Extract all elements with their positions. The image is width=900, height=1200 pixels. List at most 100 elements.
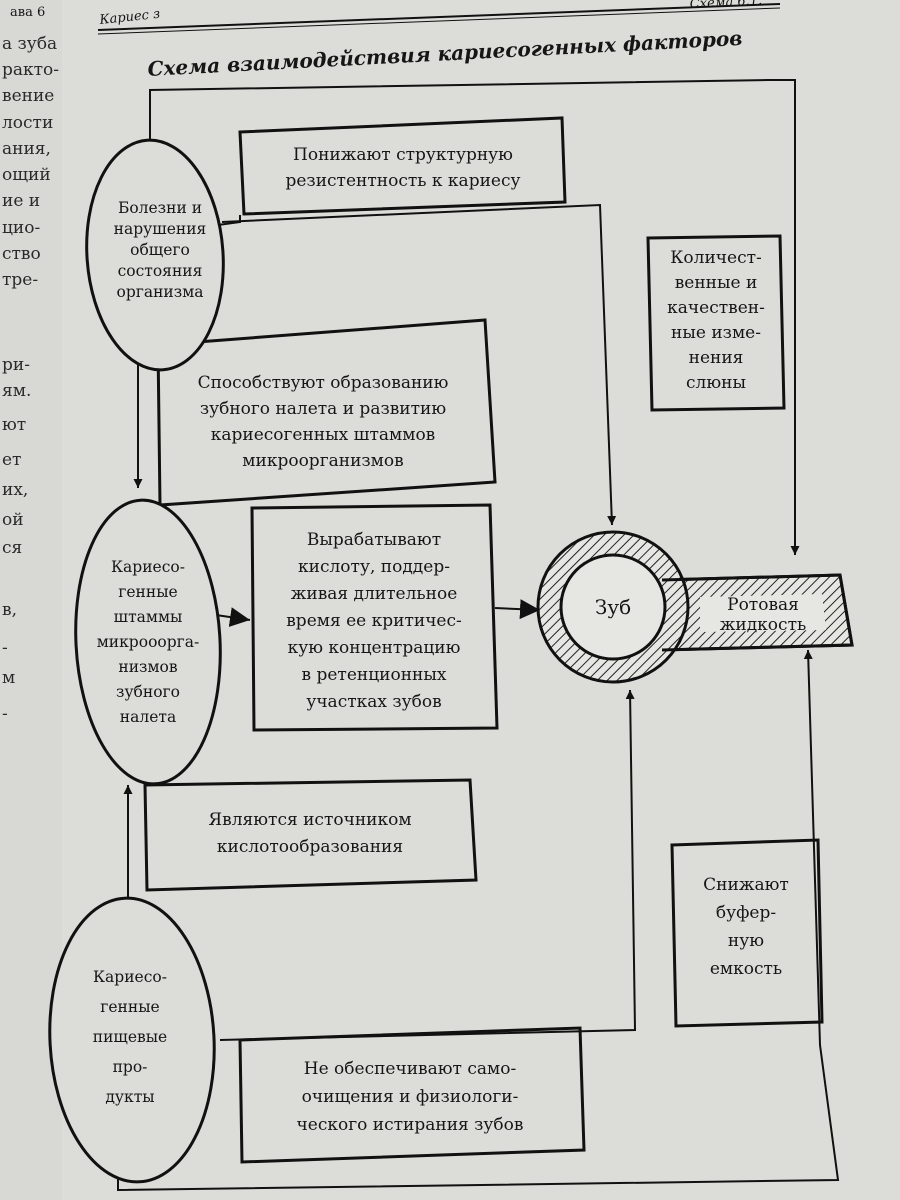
box-reduce-buffer-line: Снижают	[703, 875, 789, 895]
box-produce-acid-line: живая длительное	[291, 584, 458, 604]
box-produce-acid-line: время ее критичес-	[286, 611, 462, 631]
facing-page-text: ство	[2, 244, 41, 264]
node-foods-line: пищевые	[93, 1028, 167, 1046]
header-rule	[97, 3, 781, 31]
node-strains-line: налета	[120, 708, 176, 726]
facing-page-text: ся	[2, 538, 23, 558]
box-reduce-buffer-line: емкость	[710, 959, 782, 979]
diagram-title: Схема взаимодействия кариесогенных факто…	[147, 26, 743, 81]
facing-page-text: ощий	[2, 165, 51, 185]
factor-nodes	[48, 138, 225, 1184]
box-acid-source-line: Являются источником	[208, 810, 411, 830]
tooth-complex	[536, 530, 854, 684]
node-strains-line: микрооорга-	[97, 633, 200, 651]
node-diseases-line: нарушения	[114, 220, 207, 238]
node-strains	[74, 498, 222, 786]
facing-page-text: м	[2, 668, 16, 688]
tooth-core	[559, 553, 667, 661]
node-strains-line: зубного	[116, 683, 180, 701]
box-produce-acid-line: кую концентрацию	[288, 638, 461, 658]
facing-page: а зуба ракто- вение лости ания, ощий ие …	[0, 0, 62, 1200]
facing-page-text: ой	[2, 510, 24, 530]
facing-page-text: ракто-	[2, 60, 60, 80]
box-promote-plaque-line: микроорганизмов	[242, 451, 403, 471]
arrow-acid-box-to-tooth	[494, 599, 541, 620]
node-diseases-line: Болезни и	[118, 199, 202, 217]
facing-page-text: вение	[2, 86, 55, 106]
box-saliva-changes-line: ные изме-	[671, 323, 761, 343]
node-strains-line: генные	[118, 583, 177, 601]
box-reduce-buffer	[670, 838, 824, 1028]
node-diseases-line: состояния	[118, 262, 203, 280]
tooth-label: Зуб	[595, 595, 631, 619]
box-reduce-buffer-line: ную	[728, 931, 764, 951]
oral-fluid-label-bg	[700, 594, 826, 632]
facing-page-text: их,	[2, 480, 29, 500]
arrow-foods-to-oral-fluid	[117, 649, 840, 1192]
facing-page-text: -	[2, 704, 8, 724]
box-saliva-changes-line: венные и	[675, 273, 758, 293]
facing-page-text: ям.	[2, 381, 32, 401]
facing-page-text: ют	[2, 415, 27, 435]
box-acid-source	[143, 778, 478, 892]
box-no-cleaning	[238, 1026, 586, 1164]
box-promote-plaque-line: Способствуют образованию	[198, 373, 449, 393]
box-produce-acid-line: участках зубов	[306, 692, 441, 712]
box-acid-source-line: кислотообразования	[217, 837, 403, 857]
arrow-diseases-to-tooth	[221, 203, 617, 526]
facing-page-text: цио-	[2, 218, 41, 238]
page-header: Кариес з ава 6 Схема 6.1.	[10, 0, 781, 35]
box-saliva-changes-line: качествен-	[667, 298, 765, 318]
node-strains-line: штаммы	[114, 608, 183, 626]
facing-page-text: ания,	[2, 139, 51, 159]
box-labels: Понижают структурную резистентность к ка…	[198, 145, 789, 1135]
node-diseases-line: общего	[130, 241, 190, 259]
box-produce-acid-line: в ретенционных	[302, 665, 447, 685]
factor-boxes	[143, 116, 824, 1164]
node-foods-line: про-	[113, 1058, 148, 1076]
node-diseases-line: организма	[116, 283, 203, 301]
node-strains-line: низмов	[118, 658, 178, 676]
facing-page-text: ие и	[2, 191, 41, 211]
chapter-tab: ава 6	[10, 5, 45, 20]
arrow-diseases-to-oral-fluid	[149, 79, 800, 555]
link-diseases-to-resistance-box	[217, 215, 241, 226]
node-labels: Болезни и нарушения общего состояния орг…	[93, 199, 806, 1106]
facing-page-text: ри-	[2, 355, 30, 375]
running-title: Кариес з	[98, 7, 161, 28]
node-diseases	[85, 138, 225, 372]
box-reduce-resistance	[238, 116, 567, 216]
box-saliva-changes-line: Количест-	[670, 248, 762, 268]
box-no-cleaning-line: очищения и физиологи-	[302, 1087, 519, 1107]
facing-page-text: в,	[2, 600, 17, 620]
node-foods-line: Кариесо-	[93, 968, 167, 986]
box-saliva-changes-line: слюны	[686, 373, 746, 393]
facing-page-text: лости	[2, 113, 54, 133]
node-foods-line: дукты	[105, 1088, 154, 1106]
facing-page-text: -	[2, 638, 8, 658]
facing-page-text: ет	[2, 450, 22, 470]
box-no-cleaning-line: Не обеспечивают само-	[304, 1059, 516, 1079]
header-rule	[97, 7, 781, 35]
box-reduce-buffer-line: буфер-	[716, 903, 776, 923]
box-no-cleaning-line: ческого истирания зубов	[297, 1115, 524, 1135]
arrow-strains-to-acid-box	[215, 607, 251, 627]
oral-fluid-label: Ротовая	[727, 595, 799, 615]
box-saliva-changes-line: нения	[689, 348, 744, 368]
box-reduce-resistance-line: резистентность к кариесу	[285, 171, 520, 191]
node-foods-line: генные	[100, 998, 159, 1016]
box-promote-plaque-line: зубного налета и развитию	[200, 399, 447, 419]
facing-page-text: а зуба	[2, 34, 58, 54]
box-produce-acid-line: кислоту, поддер-	[298, 557, 450, 577]
box-saliva-changes	[646, 234, 786, 412]
node-foods	[48, 896, 216, 1184]
box-promote-plaque	[156, 318, 497, 507]
oral-fluid-label: жидкость	[720, 615, 806, 635]
box-produce-acid	[250, 503, 499, 732]
arrow-foods-to-tooth	[219, 689, 637, 1041]
box-produce-acid-line: Вырабатывают	[307, 530, 441, 550]
node-strains-line: Кариесо-	[111, 558, 185, 576]
facing-page-text: тре-	[2, 270, 39, 290]
box-promote-plaque-line: кариесогенных штаммов	[211, 425, 436, 445]
